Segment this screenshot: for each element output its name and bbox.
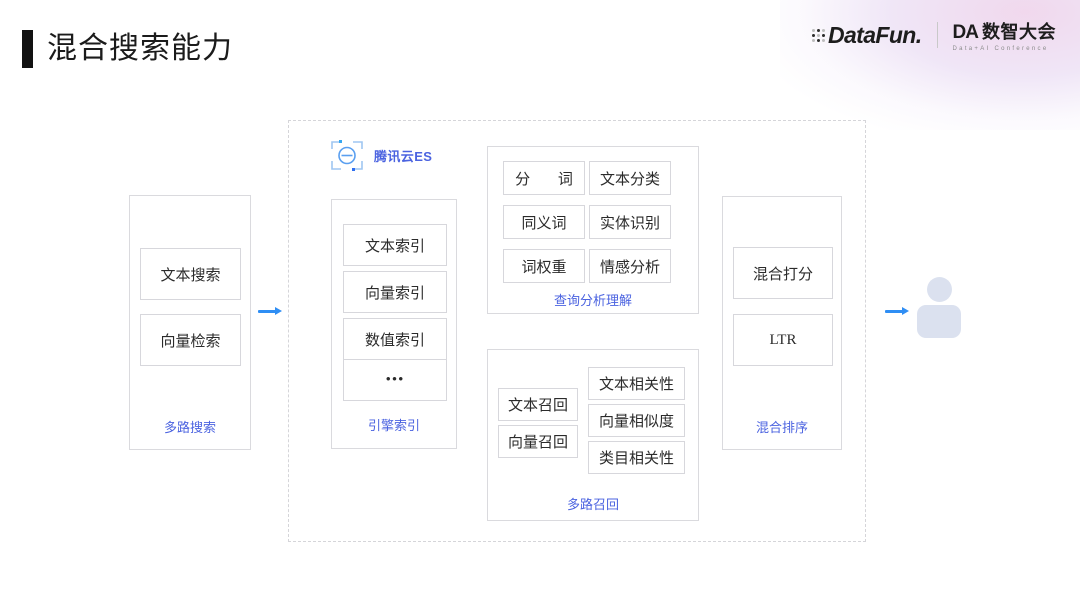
chip-vector-search[interactable]: 向量检索: [140, 314, 241, 366]
chip-ltr[interactable]: LTR: [733, 314, 833, 366]
engine-index-panel: 文本索引 向量索引 数值索引 ••• 引擎索引: [331, 199, 457, 449]
chip-vector-similarity[interactable]: 向量相似度: [588, 404, 685, 437]
engine-index-group-label: 引擎索引: [367, 418, 420, 433]
multi-recall-panel: 文本召回 向量召回 文本相关性 向量相似度 类目相关性 多路召回: [487, 349, 699, 521]
datafun-logo: DataFun.: [811, 21, 922, 49]
chip-text-search[interactable]: 文本搜索: [140, 248, 241, 300]
chip-synonym[interactable]: 同义词: [503, 205, 585, 239]
chip-tokenization-label: 分 词: [515, 171, 585, 188]
multi-search-group-label: 多路搜索: [163, 420, 216, 435]
tencent-cloud-es-container: [288, 120, 866, 542]
slide-header: 混合搜索能力: [22, 30, 233, 68]
page-title: 混合搜索能力: [47, 32, 233, 65]
chip-vector-recall[interactable]: 向量召回: [498, 425, 578, 458]
title-accent-bar: [22, 30, 33, 68]
arrow-into-es: [258, 307, 282, 315]
arrow-to-user: [885, 307, 909, 315]
datafun-wordmark: DataFun.: [827, 21, 922, 48]
hybrid-rank-panel: 混合打分 LTR 混合排序: [722, 196, 842, 450]
chip-text-recall[interactable]: 文本召回: [498, 388, 578, 421]
chip-category-relevance[interactable]: 类目相关性: [588, 441, 685, 474]
conference-name-cn: 数智大会: [982, 22, 1056, 42]
chip-text-classification[interactable]: 文本分类: [589, 161, 671, 195]
user-avatar-icon: [916, 277, 962, 338]
da-mark: DA: [952, 22, 979, 43]
chip-vector-index[interactable]: 向量索引: [343, 271, 447, 313]
chip-tokenization[interactable]: 分 词: [503, 161, 585, 195]
chip-more-index[interactable]: •••: [343, 359, 447, 401]
es-brand-label: 腾讯云ES: [374, 149, 433, 164]
chip-hybrid-score[interactable]: 混合打分: [733, 247, 833, 299]
chip-term-weight[interactable]: 词权重: [503, 249, 585, 283]
brand-divider: [936, 22, 938, 48]
chip-sentiment-analysis[interactable]: 情感分析: [589, 249, 671, 283]
conference-name-en: Data+AI Conference: [952, 46, 1049, 52]
chip-text-index[interactable]: 文本索引: [343, 224, 447, 266]
es-brand-group: 腾讯云ES: [330, 140, 432, 171]
chip-entity-recognition[interactable]: 实体识别: [589, 205, 671, 239]
multi-recall-group-label: 多路召回: [566, 497, 619, 512]
chip-numeric-index[interactable]: 数值索引: [343, 318, 447, 360]
brand-logo-group: DataFun. DA 数智大会 Data+AI Conference: [811, 18, 1056, 52]
conference-logo: DA 数智大会 Data+AI Conference: [953, 18, 1056, 52]
tencent-cloud-es-icon: [330, 140, 364, 171]
multi-search-panel: 文本搜索 向量检索 多路搜索: [129, 195, 251, 450]
chip-text-relevance[interactable]: 文本相关性: [588, 367, 685, 400]
datafun-dots-icon: [811, 28, 825, 42]
hybrid-rank-group-label: 混合排序: [755, 420, 808, 435]
query-analysis-group-label: 查询分析理解: [553, 293, 632, 308]
query-analysis-panel: 分 词 同义词 词权重 文本分类 实体识别 情感分析 查询分析理解: [487, 146, 699, 314]
